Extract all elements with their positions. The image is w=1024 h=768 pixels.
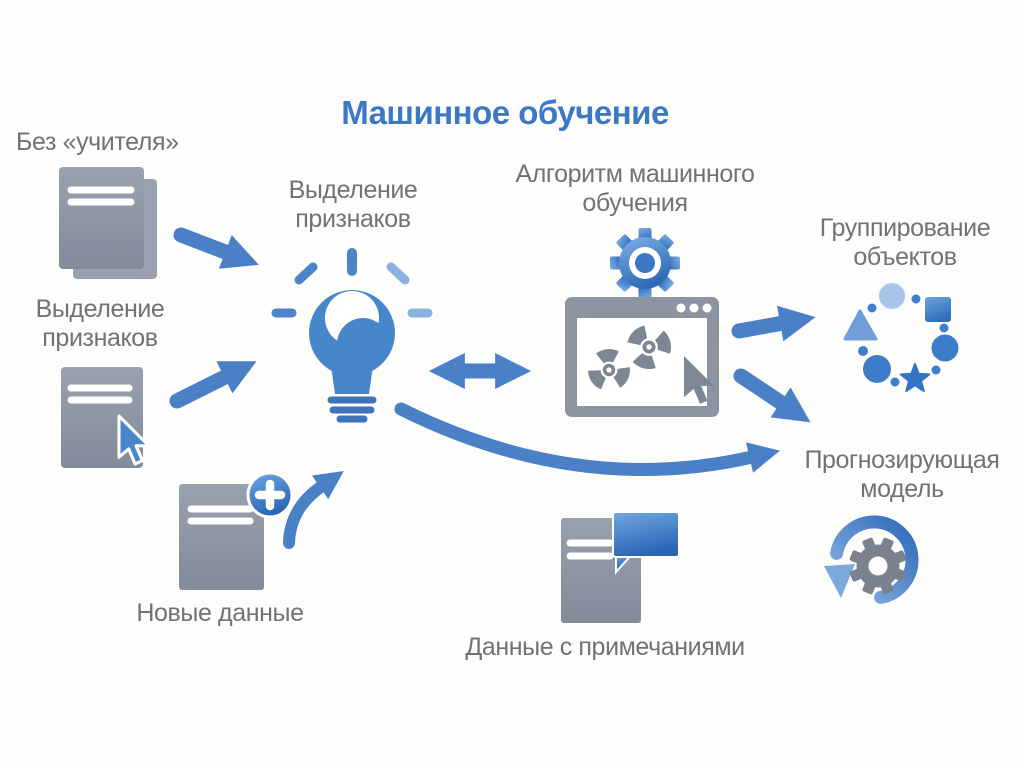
label-grouping: Группирование объектов	[819, 214, 991, 271]
cluster-dot	[890, 377, 900, 387]
refresh-gear-icon	[824, 515, 919, 604]
object-cluster-icon	[843, 283, 959, 393]
doc-text-lines	[67, 186, 135, 206]
document-plus-icon	[179, 471, 294, 590]
cluster-star	[899, 363, 931, 393]
cluster-circle	[931, 334, 959, 362]
documents-stack-icon	[59, 167, 157, 279]
refresh-ring	[830, 515, 919, 604]
fan-gear-large-icon	[624, 322, 674, 372]
document-cursor-icon	[61, 367, 151, 468]
label-predictive-model: Прогнозирующая модель	[804, 446, 1000, 503]
refresh-arrowhead	[824, 564, 855, 598]
label-annotated-data: Данные с примечаниями	[465, 633, 745, 661]
page-title: Машинное обучение	[341, 94, 669, 131]
cluster-light-circle	[879, 283, 905, 309]
label-new-data: Новые данные	[136, 599, 304, 627]
arrow-unsupervised-to-lightbulb	[173, 227, 259, 269]
bulb-highlight-wave	[337, 318, 389, 370]
cluster-dot	[939, 323, 949, 333]
arrow-newdata-to-lightbulb	[283, 470, 344, 549]
connector-arrows	[169, 227, 816, 549]
doc-text-lines	[67, 384, 133, 404]
doc-front-sheet	[59, 167, 144, 269]
gray-gear-icon	[849, 537, 907, 595]
fan-gear-small-icon	[585, 348, 633, 392]
arrow-window-to-grouping	[731, 305, 816, 342]
blue-gear-icon	[610, 228, 680, 298]
cluster-dot	[858, 346, 868, 356]
cluster-dot	[931, 365, 941, 375]
browser-titlebar-dots	[676, 303, 712, 313]
lightbulb-icon	[271, 248, 433, 423]
speech-bubble-icon	[612, 511, 680, 575]
bulb-base	[327, 396, 377, 423]
document-comment-icon	[561, 511, 680, 623]
label-ml-algorithm: Алгоритм машинного обучения	[515, 160, 755, 217]
plus-icon	[254, 479, 286, 511]
doc-text-lines	[566, 539, 614, 560]
cluster-circle	[863, 355, 891, 383]
label-feature-extraction-left: Выделение признаков	[35, 295, 165, 352]
cluster-triangle	[843, 309, 878, 341]
label-feature-extraction-center: Выделение признаков	[288, 176, 418, 233]
arrow-window-to-predictive	[733, 368, 811, 423]
label-unsupervised: Без «учителя»	[16, 128, 179, 156]
doc-text-lines	[187, 505, 254, 525]
cluster-dot	[911, 294, 921, 304]
lightbulb-rays	[271, 248, 433, 318]
cluster-square	[925, 297, 951, 322]
arrow-features-to-lightbulb	[169, 361, 257, 409]
arrow-lightbulb-to-predictive	[394, 402, 780, 476]
browser-gears-icon	[565, 228, 719, 417]
cluster-dot	[867, 303, 877, 313]
bulb-neck	[331, 366, 373, 394]
